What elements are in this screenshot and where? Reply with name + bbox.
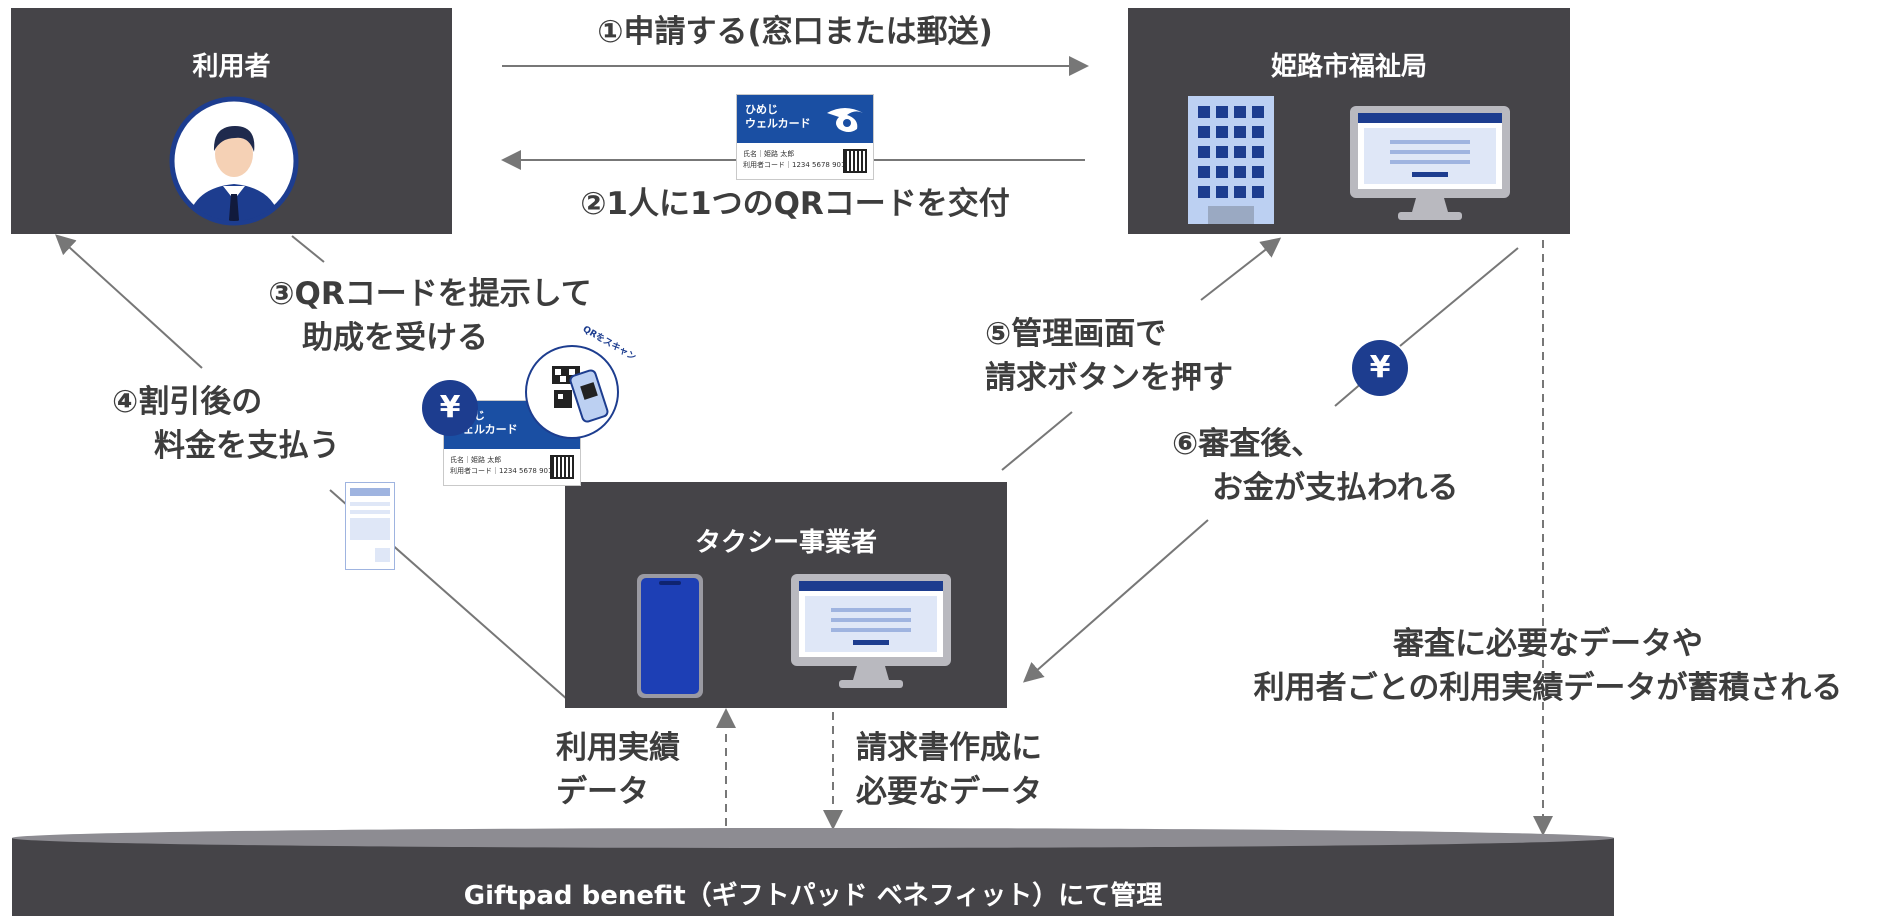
invoice-data-line1: 請求書作成に [856,730,1042,766]
user-avatar-icon [169,96,299,226]
invoice-data-line2: 必要なデータ [856,774,1042,810]
taxi-node: タクシー事業者 [565,482,1007,708]
platform-label: Giftpad benefit（ギフトパッド ベネフィット）にて管理 [463,881,1163,911]
accum-data-line1: 審査に必要なデータや [1393,626,1703,662]
user-title: 利用者 [192,52,271,82]
accum-data-label: 審査に必要なデータや 利用者ごとの利用実績データが蓄積される [1215,622,1881,710]
qr-card-issued: ひめじ ウェルカード 氏名｜姫路 太郎 利用者コード｜1234 5678 901 [736,94,874,180]
yen-icon: ¥ [422,380,478,436]
step5-label: ⑤管理画面で 請求ボタンを押す [985,312,1233,400]
city-emblem-icon [827,108,863,132]
taxi-title: タクシー事業者 [694,528,877,558]
line-taxi-to-s5 [1001,411,1073,471]
accum-data-line2: 利用者ごとの利用実績データが蓄積される [1253,670,1843,706]
step3-line1: ③QRコードを提示して [268,276,592,312]
step3-line2: 助成を受ける [302,320,488,356]
qr-code-icon [550,455,574,479]
card-name-line1: ひめじ [745,103,778,116]
step6-label: ⑥審査後、 お金が支払われる [1172,422,1458,510]
arrow-pay-to-user [55,234,203,369]
platform-bar [12,828,1614,916]
building-icon [1188,96,1274,224]
line-user-to-qr [291,235,325,263]
monitor-icon [791,574,951,688]
qr-code-icon [843,149,867,173]
step4-line1: ④割引後の [112,384,263,420]
step3-label: ③QRコードを提示して 助成を受ける [230,272,630,360]
card-field-line: 氏名｜姫路 太郎 [450,456,502,464]
step5-line1: ⑤管理画面で [985,316,1167,352]
user-node: 利用者 [11,8,452,234]
city-node: 姫路市福祉局 [1128,8,1570,234]
invoice-data-label: 請求書作成に 必要なデータ [856,726,1042,814]
card-field-line: 氏名｜姫路 太郎 [743,150,795,158]
smartphone-icon [637,574,703,698]
receipt-document-icon [345,482,395,570]
step5-line2: 請求ボタンを押す [985,360,1233,396]
arrow-request-to-city [1200,237,1282,301]
arrow-payment-to-taxi [1022,519,1209,683]
step4-line2: 料金を支払う [154,428,340,464]
city-title: 姫路市福祉局 [1270,52,1427,82]
phone-scan-qr-icon [525,345,619,439]
usage-data-line1: 利用実績 [556,730,680,766]
usage-data-label: 利用実績 データ [556,726,680,814]
step4-label: ④割引後の 料金を支払う [112,380,340,468]
card-code-line: 利用者コード｜1234 5678 901 [450,467,553,475]
step2-label: ②1人に1つのQRコードを交付 [580,186,1010,222]
usage-data-line2: データ [556,774,649,810]
yen-icon: ¥ [1352,340,1408,396]
card-code-line: 利用者コード｜1234 5678 901 [743,161,846,169]
card-name-line2: ウェルカード [745,117,811,130]
line-city-to-yen [1399,247,1519,347]
step6-line2: お金が支払われる [1212,470,1459,506]
step1-label: ①申請する(窓口または郵送) [597,14,993,50]
step6-line1: ⑥審査後、 [1172,426,1323,462]
monitor-icon [1350,106,1510,220]
